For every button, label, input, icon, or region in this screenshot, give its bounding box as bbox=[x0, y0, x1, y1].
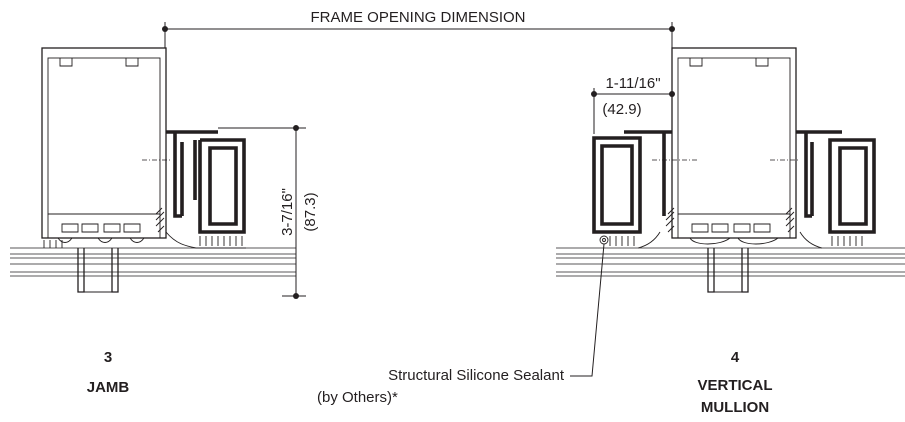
offset-mm-label: (42.9) bbox=[602, 101, 641, 118]
frame-opening-label: FRAME OPENING DIMENSION bbox=[310, 9, 525, 26]
depth-inch-label: 3-7/16" bbox=[279, 188, 296, 236]
sealant-callout: Structural Silicone Sealant (by Others)* bbox=[317, 243, 605, 406]
offset-inch-label: 1-11/16" bbox=[605, 75, 660, 92]
mullion-number: 4 bbox=[731, 349, 740, 366]
depth-mm-label: (87.3) bbox=[302, 192, 319, 231]
jamb-number: 3 bbox=[104, 349, 112, 366]
sealant-label-line2: (by Others)* bbox=[317, 389, 398, 406]
frame-opening-dimension: FRAME OPENING DIMENSION bbox=[162, 9, 675, 48]
jamb-detail: 3-7/16" (87.3) bbox=[10, 47, 319, 299]
jamb-title: 3 JAMB bbox=[87, 349, 130, 396]
mullion-detail: 1-11/16" (42.9) bbox=[556, 47, 905, 293]
sealant-label-line1: Structural Silicone Sealant bbox=[388, 367, 565, 384]
mullion-label-line1: VERTICAL bbox=[698, 377, 773, 394]
jamb-label: JAMB bbox=[87, 379, 130, 396]
mullion-title: 4 VERTICAL MULLION bbox=[698, 349, 773, 416]
mullion-label-line2: MULLION bbox=[701, 399, 769, 416]
